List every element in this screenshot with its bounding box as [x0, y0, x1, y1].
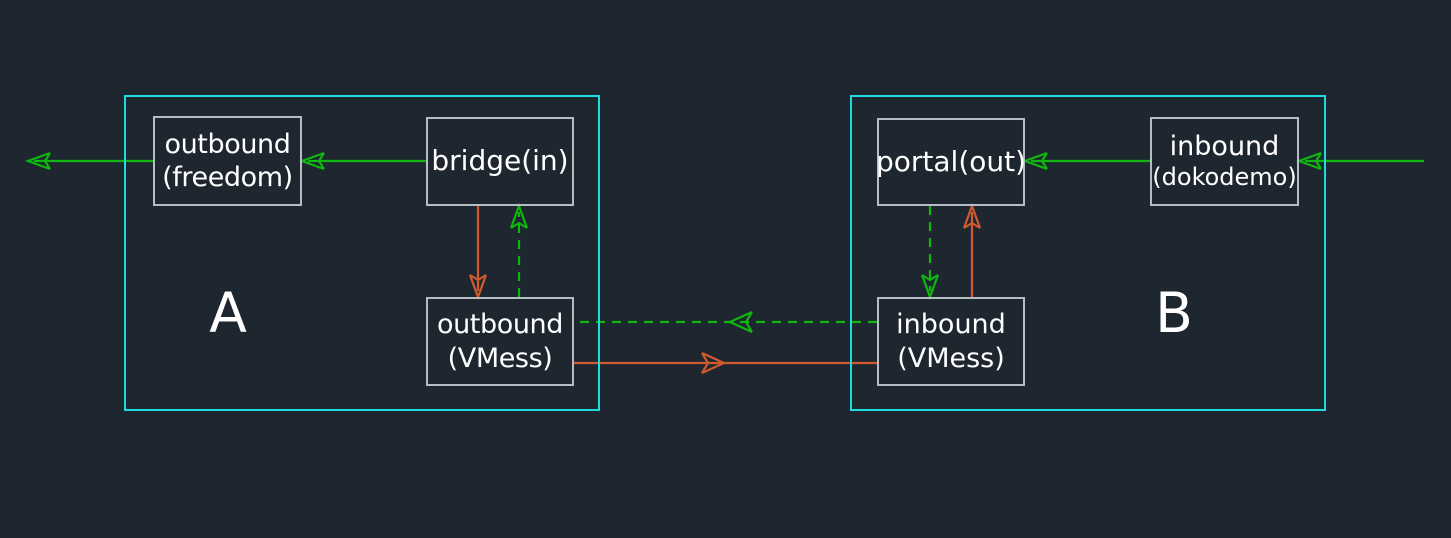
flow-outbound-vmess-to-bridge-arrow [509, 202, 529, 297]
node-outbound-freedom[interactable]: outbound (freedom) [153, 116, 302, 206]
node-outbound-freedom-line2: (freedom) [162, 162, 293, 193]
node-portal-out-line1: portal(out) [875, 144, 1027, 178]
node-portal-out[interactable]: portal(out) [875, 118, 1027, 206]
flow-inbound-vmess-to-outbound-vmess-arrow [574, 310, 877, 334]
flow-dokodemo-to-portal-arrow [1021, 151, 1150, 171]
flow-bridge-to-freedom-arrow [298, 151, 426, 171]
node-bridge-in-line1: bridge(in) [431, 144, 569, 178]
node-inbound-dokodemo[interactable]: inbound (dokodemo) [1150, 117, 1299, 206]
node-inbound-vmess[interactable]: inbound (VMess) [877, 297, 1025, 386]
node-bridge-in[interactable]: bridge(in) [426, 117, 574, 206]
node-outbound-vmess[interactable]: outbound (VMess) [426, 297, 574, 386]
flow-outbound-vmess-to-inbound-vmess-arrow [574, 351, 877, 375]
node-outbound-freedom-line1: outbound [164, 128, 291, 160]
zone-a-container [124, 95, 600, 411]
node-inbound-vmess-line1: inbound [896, 309, 1006, 341]
zone-b-container [850, 95, 1326, 411]
node-inbound-dokodemo-line1: inbound [1169, 130, 1280, 162]
flow-inbound-vmess-to-portal-arrow [962, 202, 982, 297]
zone-a-label: A [209, 281, 247, 345]
node-inbound-dokodemo-line2: (dokodemo) [1152, 163, 1297, 192]
node-outbound-vmess-line2: (VMess) [447, 342, 553, 374]
node-outbound-vmess-line1: outbound [436, 309, 564, 341]
zone-b-label: B [1155, 281, 1193, 345]
node-inbound-vmess-line2: (VMess) [897, 342, 1005, 374]
flow-external-out-left-arrow [24, 151, 153, 171]
